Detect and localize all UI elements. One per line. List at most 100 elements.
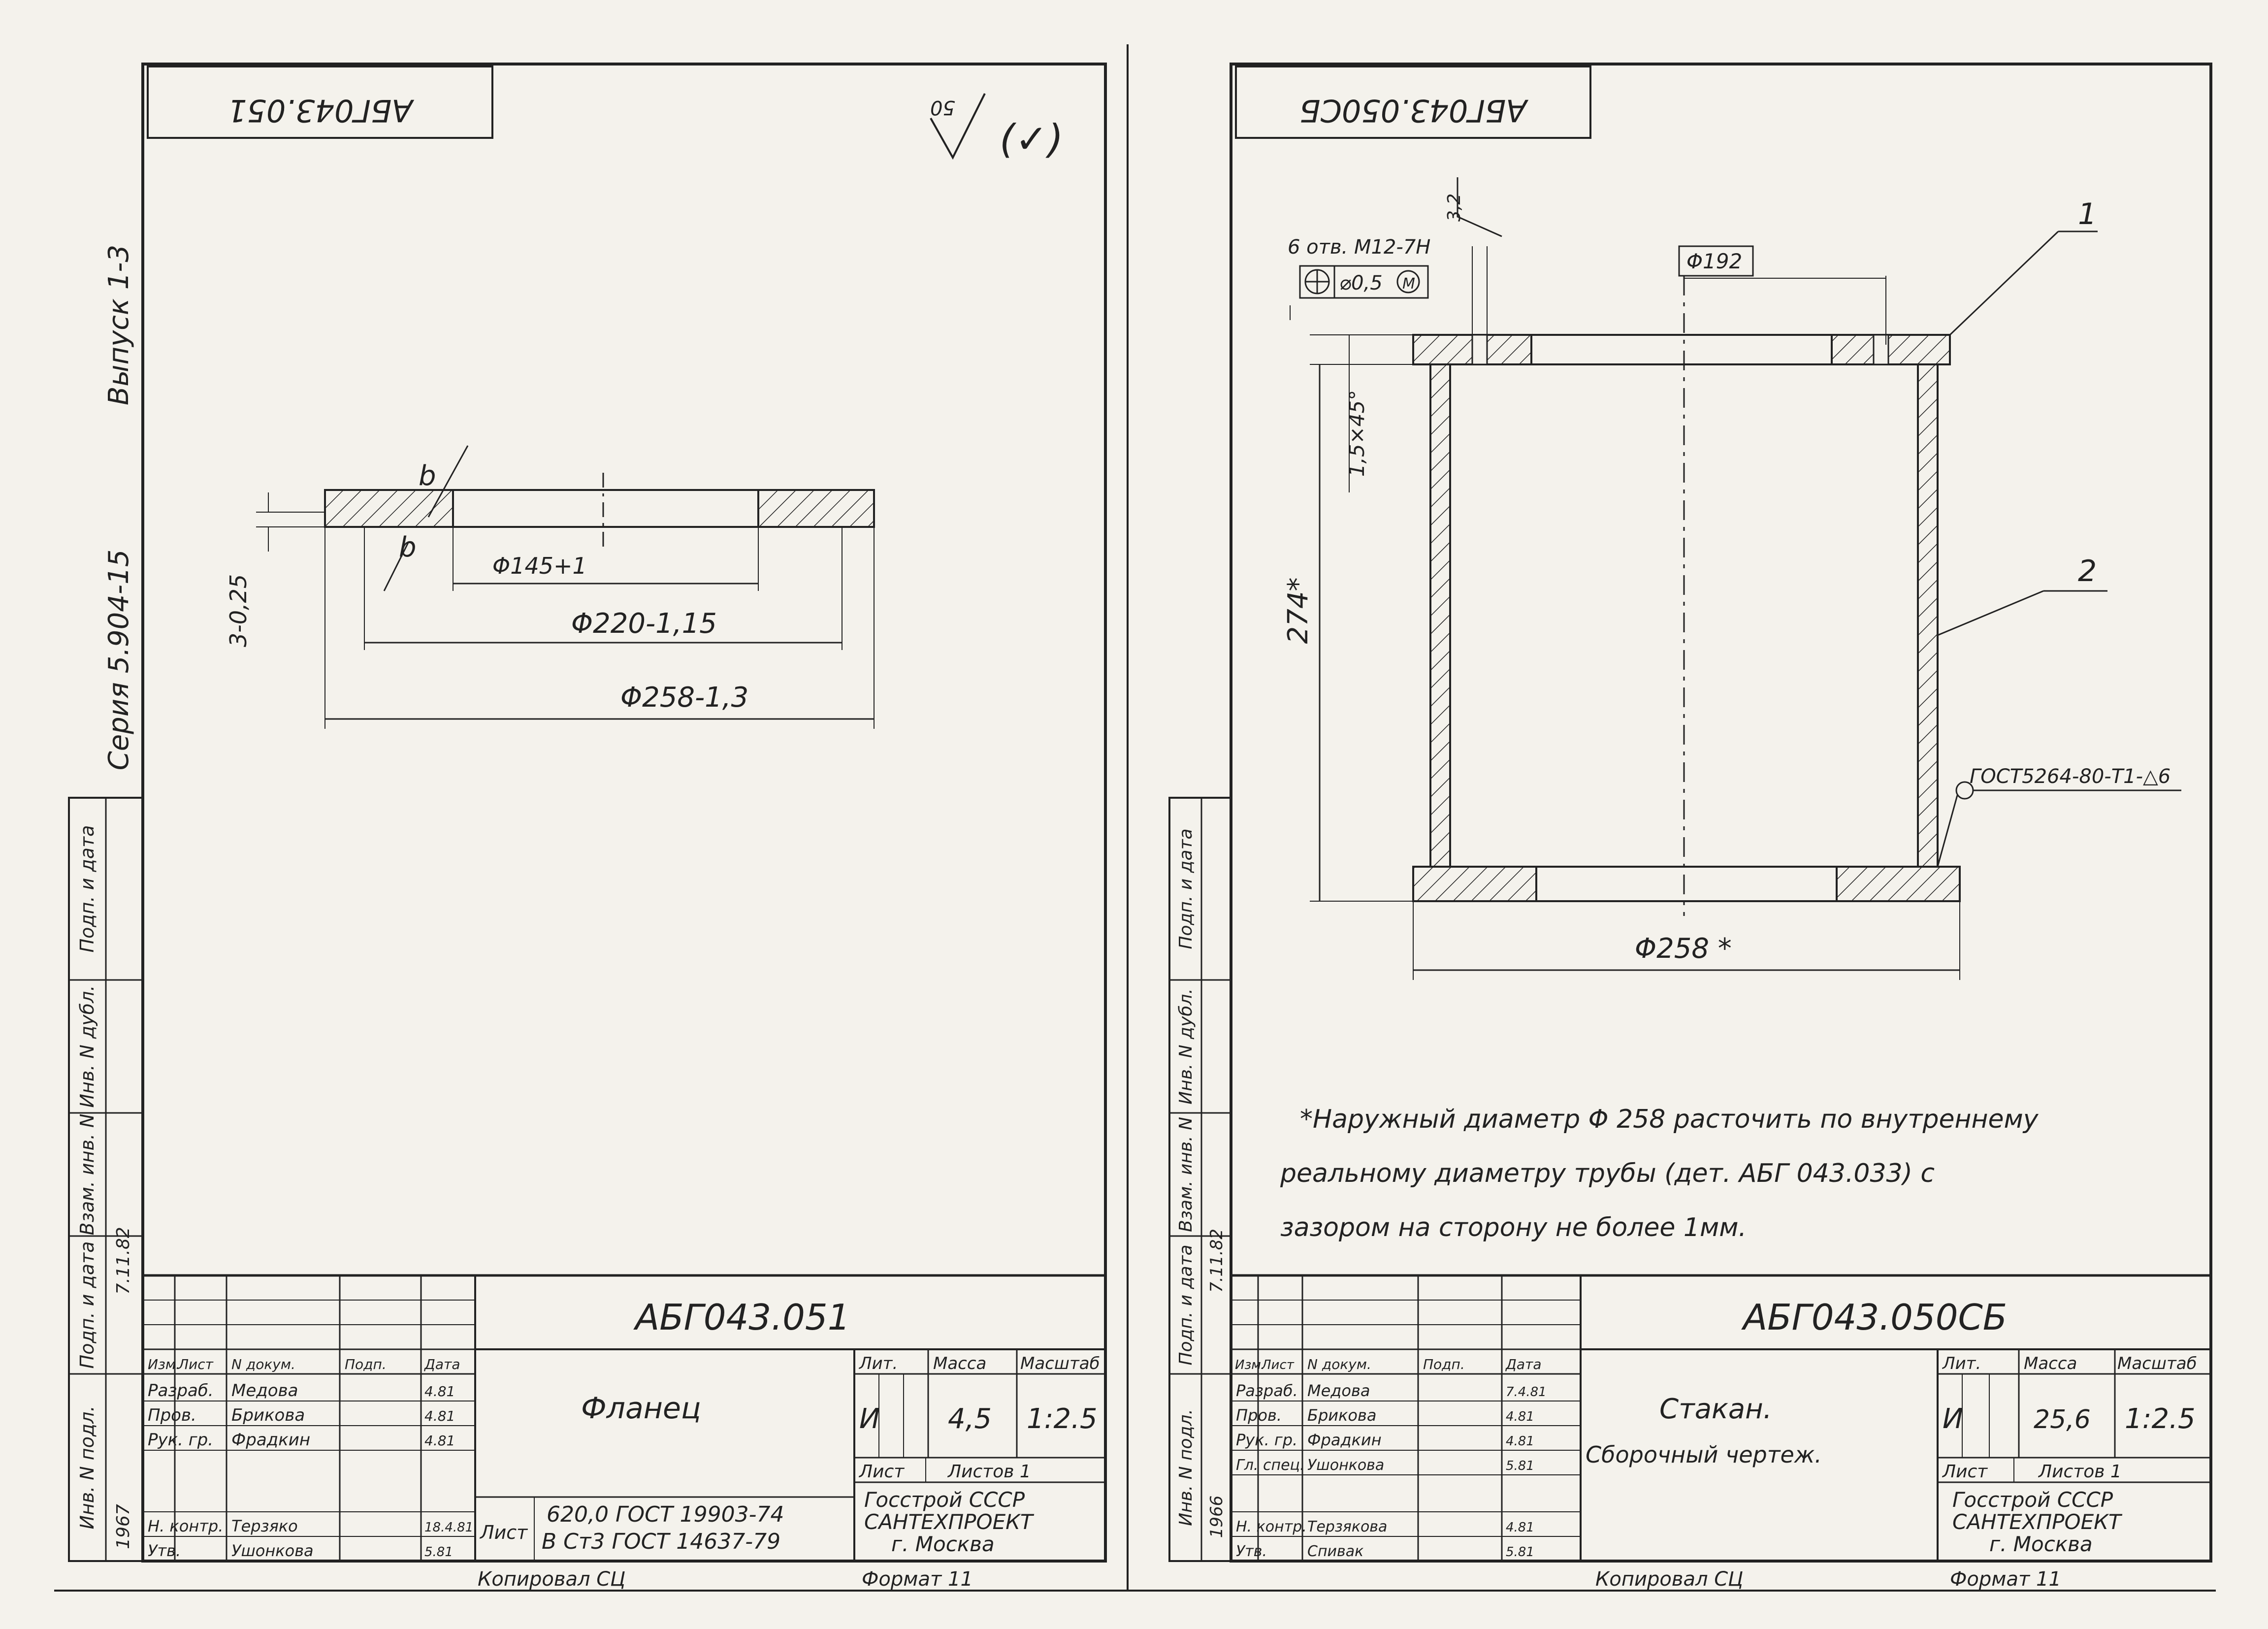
svg-text:Изм.: Изм.: [1235, 1358, 1265, 1372]
svg-text:Инв. N подл.: Инв. N подл.: [76, 1405, 98, 1529]
svg-text:M: M: [1402, 275, 1415, 293]
svg-text:Фрадкин: Фрадкин: [231, 1430, 310, 1450]
svg-text:Фрадкин: Фрадкин: [1307, 1431, 1382, 1449]
svg-text:Φ220-1,15: Φ220-1,15: [571, 608, 717, 640]
svg-text:50: 50: [930, 96, 955, 119]
svg-text:Ушонкова: Ушонкова: [1307, 1457, 1384, 1474]
svg-text:Листов 1: Листов 1: [947, 1462, 1031, 1482]
svg-text:Лист: Лист: [1261, 1358, 1295, 1372]
note-line-1: *Наружный диаметр Φ 258 расточить по вну…: [1300, 1105, 2039, 1134]
svg-text:1: 1: [2078, 197, 2097, 231]
note-line-2: реальному диаметру трубы (дет. АБГ 043.0…: [1280, 1159, 1935, 1188]
svg-text:Φ145+1: Φ145+1: [492, 553, 587, 579]
svg-text:Разраб.: Разраб.: [1236, 1381, 1298, 1400]
svg-text:Подп. и дата: Подп. и дата: [1176, 1244, 1196, 1365]
right-sheet: АБГ043.050СБ 6 отв. М12-7Н: [1168, 63, 2212, 1591]
right-format: Формат 11: [1950, 1568, 2061, 1591]
chamfer-dimension: 1,5×45°: [1310, 334, 1413, 492]
svg-text:Лит.: Лит.: [1942, 1354, 1981, 1373]
svg-text:4.81: 4.81: [1506, 1409, 1534, 1424]
svg-text:Φ258 *: Φ258 *: [1635, 933, 1732, 965]
svg-text:N докум.: N докум.: [231, 1356, 295, 1372]
svg-text:(✓): (✓): [1000, 116, 1063, 162]
svg-text:Утв.: Утв.: [1236, 1543, 1267, 1560]
svg-text:г. Москва: г. Москва: [891, 1532, 995, 1556]
height-dimension: 274*: [1282, 364, 1413, 902]
right-stamp-box: [1235, 65, 1591, 139]
svg-text:3,2: 3,2: [1444, 194, 1464, 222]
left-stamp-box: [147, 65, 493, 139]
svg-text:7.11.82: 7.11.82: [1207, 1229, 1227, 1293]
svg-text:г. Москва: г. Москва: [1989, 1532, 2093, 1556]
svg-text:3-0,25: 3-0,25: [225, 574, 252, 647]
right-title-block: АБГ043.050СБ Стакан. Сборочный чертеж. Л…: [1230, 1274, 2212, 1563]
svg-text:Взам. инв. N: Взам. инв. N: [76, 1114, 98, 1236]
svg-text:Рук. гр.: Рук. гр.: [148, 1430, 213, 1450]
svg-text:Масса: Масса: [933, 1354, 986, 1373]
left-format: Формат 11: [862, 1568, 973, 1591]
svg-text:Φ258-1,3: Φ258-1,3: [620, 682, 748, 714]
svg-text:ГОСТ5264-80-Т1-△6: ГОСТ5264-80-Т1-△6: [1970, 765, 2171, 788]
svg-text:Утв.: Утв.: [148, 1541, 181, 1560]
svg-text:1,5×45°: 1,5×45°: [1345, 390, 1369, 477]
right-roughness-mark: 3,2: [1444, 177, 1502, 237]
svg-text:Разраб.: Разраб.: [148, 1381, 214, 1401]
svg-text:И: И: [1943, 1403, 1963, 1435]
svg-text:25,6: 25,6: [2034, 1405, 2091, 1434]
svg-text:4.81: 4.81: [1506, 1434, 1534, 1449]
svg-text:Подп. и дата: Подп. и дата: [76, 825, 98, 953]
svg-text:N докум.: N докум.: [1307, 1356, 1371, 1372]
svg-text:Подп.: Подп.: [345, 1356, 387, 1372]
svg-text:7.11.82: 7.11.82: [113, 1227, 133, 1294]
left-sheet: АБГ043.051 50 (✓) Серия 5.904-15 Выпуск …: [54, 44, 2216, 1592]
svg-text:Брикова: Брикова: [231, 1405, 305, 1425]
svg-text:Рук. гр.: Рук. гр.: [1236, 1431, 1297, 1449]
svg-text:Медова: Медова: [231, 1381, 298, 1401]
svg-text:Масса: Масса: [2024, 1354, 2077, 1373]
svg-text:6 отв. М12-7Н: 6 отв. М12-7Н: [1288, 236, 1430, 259]
svg-text:Дата: Дата: [1505, 1356, 1542, 1372]
svg-text:Госстрой СССР: Госстрой СССР: [1952, 1488, 2113, 1512]
svg-text:1:2.5: 1:2.5: [2125, 1403, 2196, 1435]
svg-text:Гл. спец.: Гл. спец.: [1236, 1457, 1304, 1474]
left-roughness-mark: 50 (✓): [930, 93, 1063, 162]
svg-text:Пров.: Пров.: [148, 1405, 196, 1425]
svg-text:4.81: 4.81: [424, 1408, 455, 1424]
svg-text:4,5: 4,5: [948, 1403, 992, 1435]
svg-text:АБГ043.050СБ: АБГ043.050СБ: [1741, 1297, 2007, 1338]
svg-text:1967: 1967: [113, 1504, 133, 1549]
left-stamp-code: АБГ043.051: [227, 93, 415, 129]
left-side-archive-box: Подп. и дата Инв. N дубл. Взам. инв. N П…: [68, 797, 144, 1562]
diameter-dimensions: Φ145+1 Φ220-1,15 Φ258-1,3: [324, 527, 875, 729]
glass-assembly-section: [1412, 276, 1961, 916]
issue-text: Выпуск 1-3: [103, 245, 135, 405]
left-copied-by: Копировал СЦ: [478, 1568, 625, 1591]
svg-text:Пров.: Пров.: [1236, 1406, 1282, 1425]
svg-text:Брикова: Брикова: [1307, 1406, 1376, 1425]
right-side-archive-box: Подп. и дата Инв. N дубл. Взам. инв. N П…: [1168, 797, 1232, 1562]
svg-text:Терзякова: Терзякова: [1307, 1518, 1387, 1535]
svg-text:Терзяко: Терзяко: [231, 1517, 298, 1535]
svg-text:Взам. инв. N: Взам. инв. N: [1176, 1117, 1196, 1232]
svg-text:САНТЕХПРОЕКТ: САНТЕХПРОЕКТ: [1952, 1510, 2123, 1534]
svg-text:Листов 1: Листов 1: [2038, 1462, 2122, 1482]
svg-text:Н. контр.: Н. контр.: [148, 1517, 223, 1535]
svg-text:Сборочный чертеж.: Сборочный чертеж.: [1586, 1441, 1822, 1468]
thickness-dimension: 3-0,25: [225, 492, 325, 647]
svg-text:САНТЕХПРОЕКТ: САНТЕХПРОЕКТ: [864, 1510, 1035, 1534]
svg-text:Масштаб: Масштаб: [2117, 1354, 2197, 1373]
svg-text:620,0 ГОСТ 19903-74: 620,0 ГОСТ 19903-74: [547, 1502, 784, 1527]
svg-text:Медова: Медова: [1307, 1381, 1370, 1400]
svg-text:Лист: Лист: [178, 1356, 214, 1372]
svg-text:2: 2: [2078, 554, 2097, 588]
svg-text:1966: 1966: [1207, 1496, 1227, 1538]
position-leaders: 1 2: [1937, 197, 2107, 636]
svg-text:Лист: Лист: [479, 1522, 528, 1543]
svg-text:Ушонкова: Ушонкова: [231, 1541, 314, 1560]
svg-text:7.4.81: 7.4.81: [1506, 1385, 1547, 1400]
svg-text:Лит.: Лит.: [858, 1354, 898, 1373]
weld-mark: b b: [383, 445, 469, 591]
note-line-3: зазором на сторону не более 1мм.: [1280, 1213, 1747, 1242]
svg-text:5.81: 5.81: [424, 1545, 453, 1560]
svg-text:Φ192: Φ192: [1686, 249, 1742, 273]
